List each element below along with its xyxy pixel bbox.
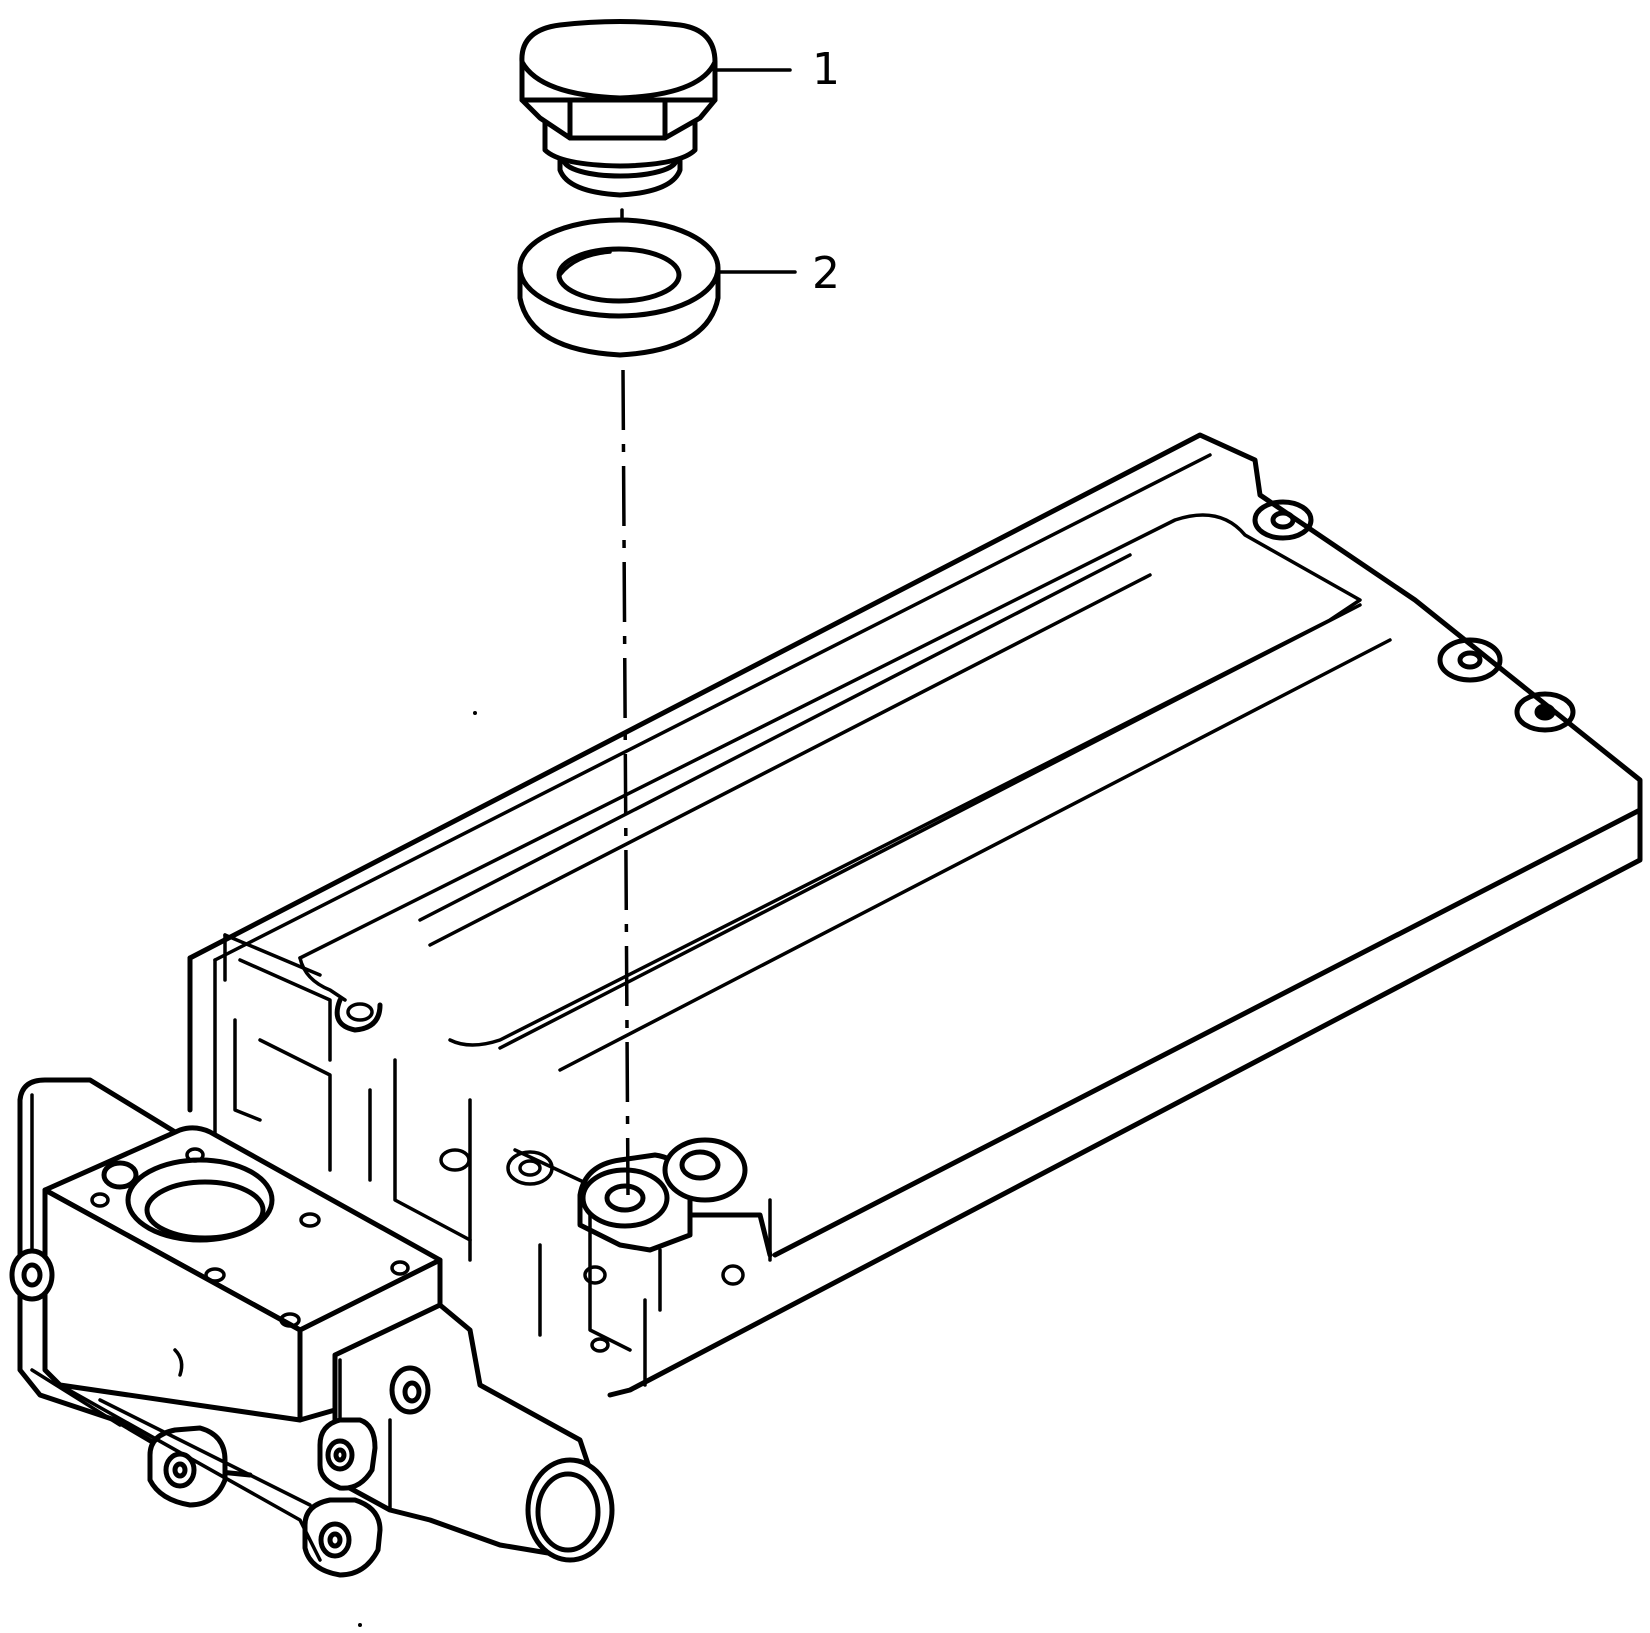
- assembly-centerline: [620, 208, 630, 1196]
- gasket-part: [517, 217, 721, 358]
- callout-number-2: 2: [812, 248, 840, 299]
- drain-boss: [577, 1137, 773, 1312]
- valve-block: [9, 1077, 615, 1578]
- callout-leaders: [713, 68, 797, 274]
- callout-number-1: 1: [812, 44, 840, 95]
- plug-part: [519, 19, 718, 198]
